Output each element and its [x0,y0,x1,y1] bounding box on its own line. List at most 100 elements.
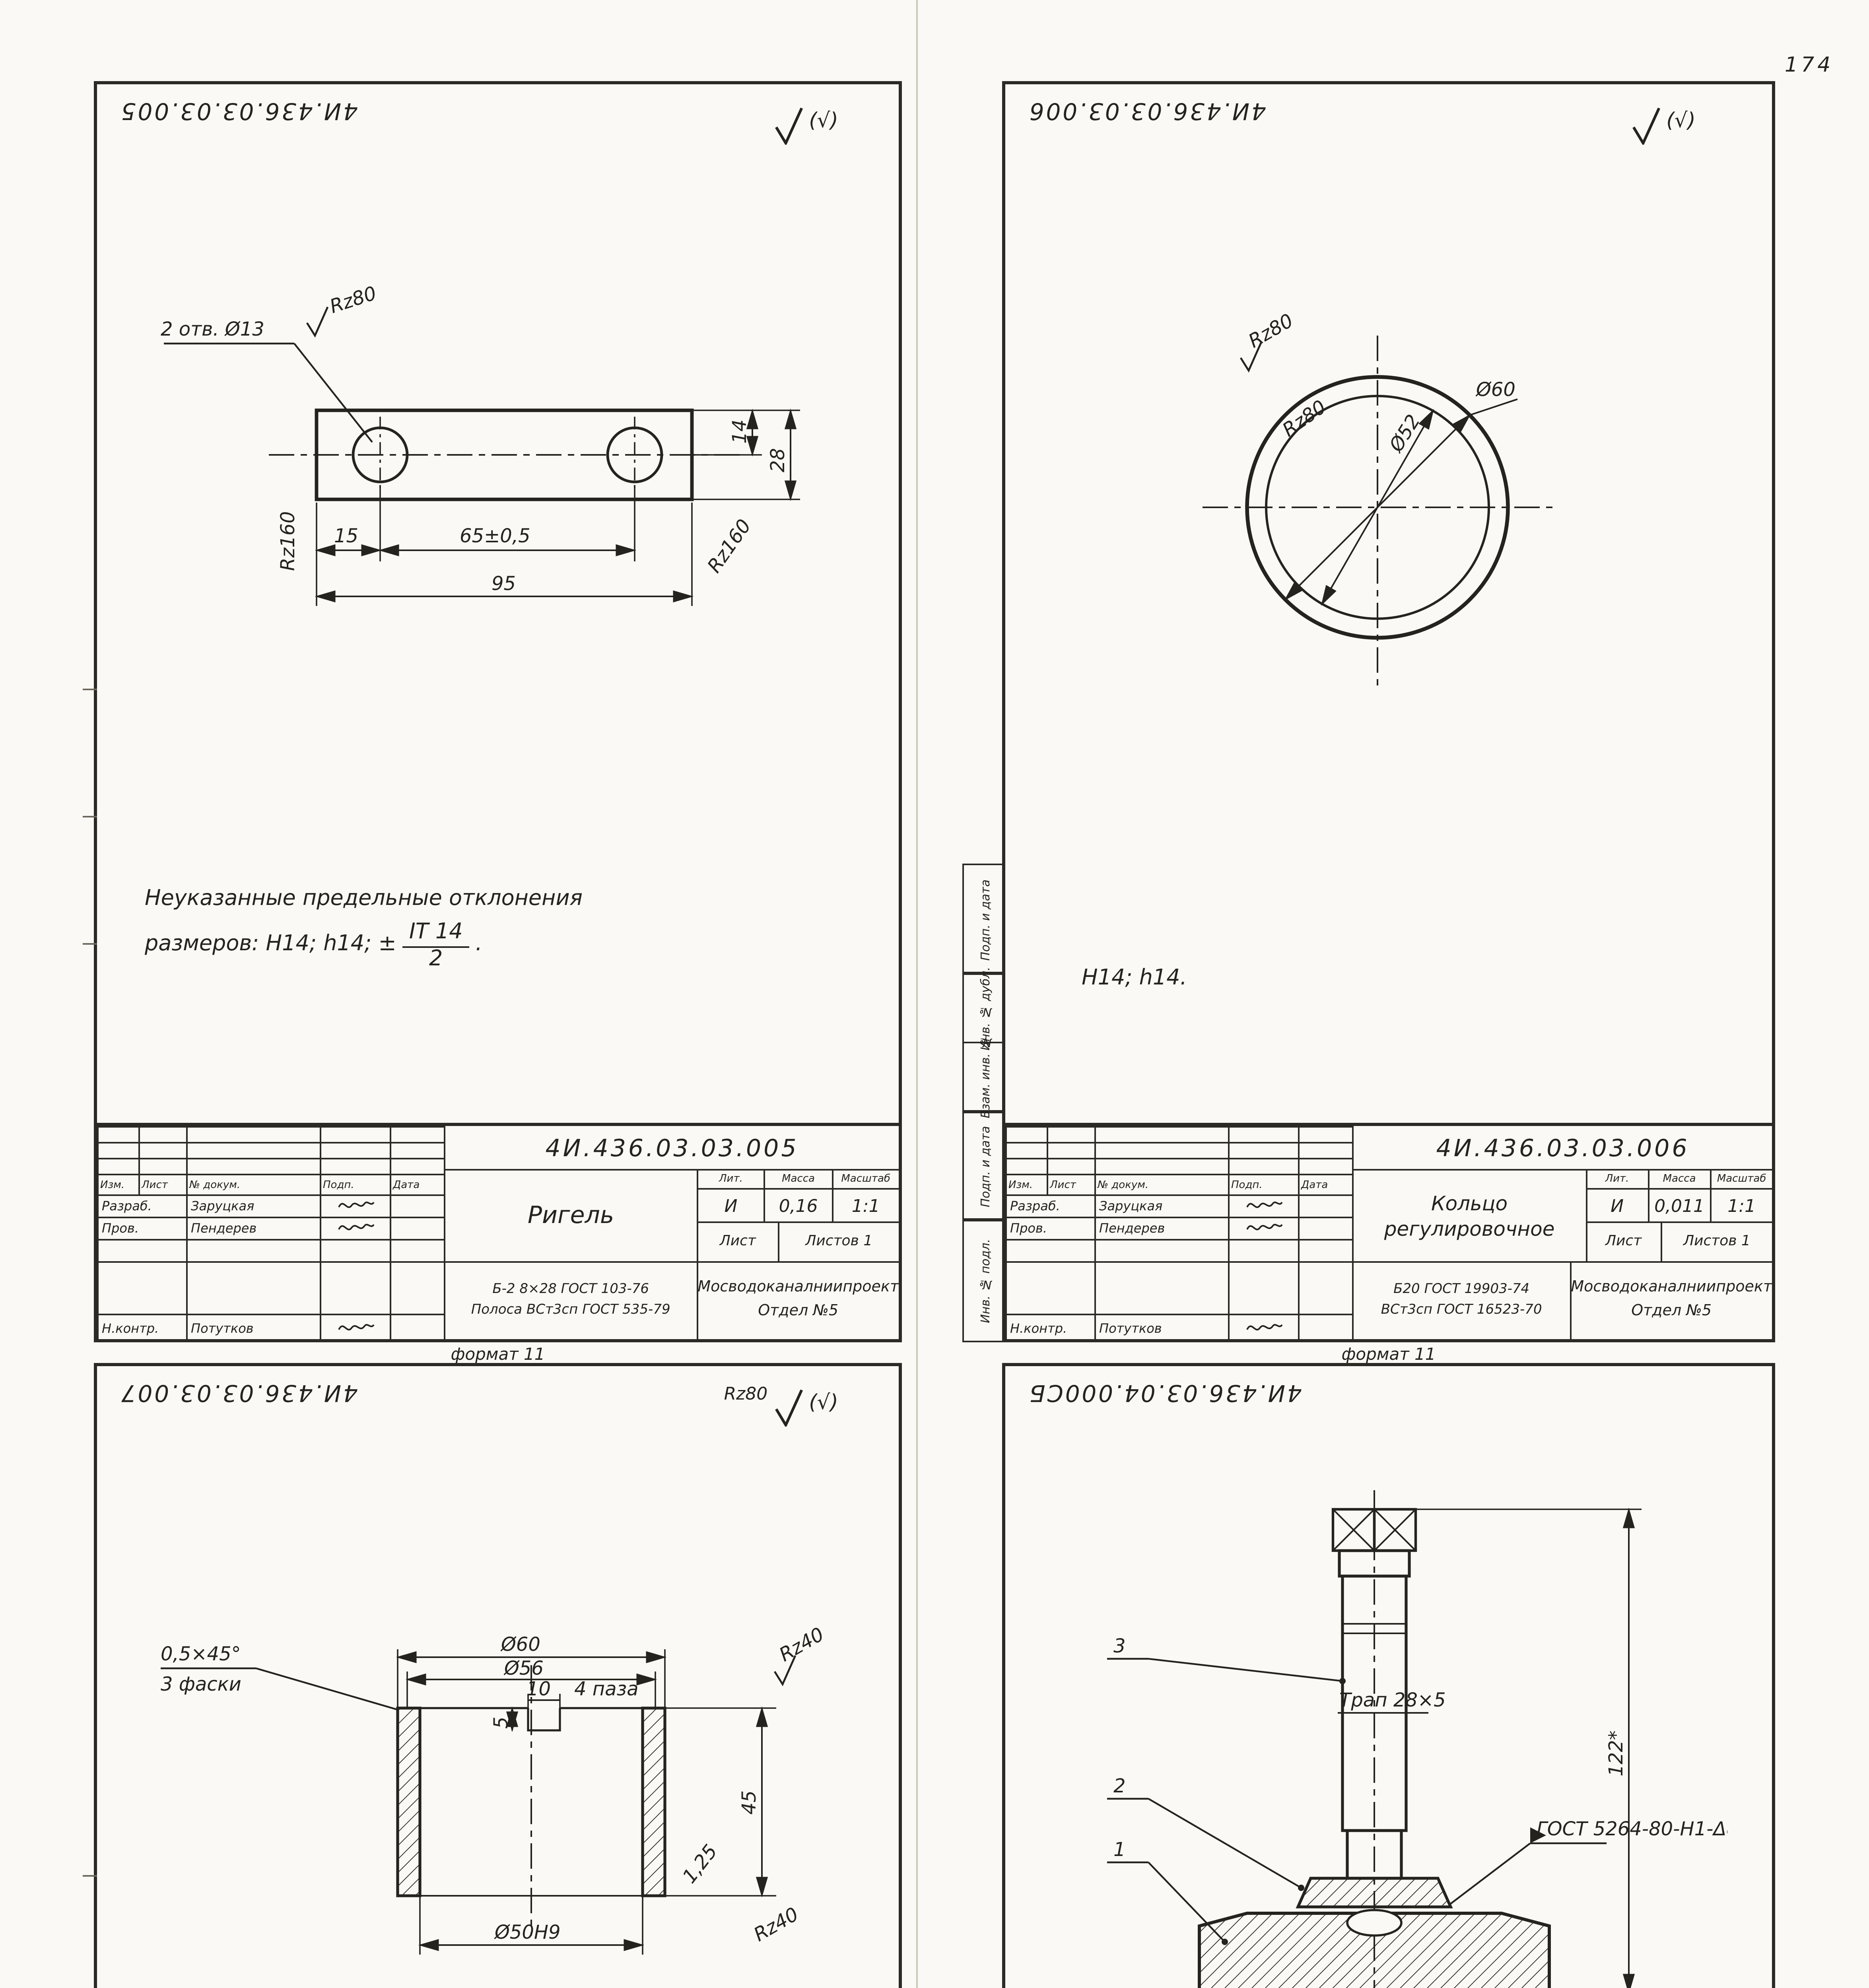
organization: Мосводоканалниипроект Отдел №5 [1571,1279,1772,1320]
thread-label: Трап 28×5 [1339,1689,1446,1711]
lit-value: И [1587,1189,1649,1222]
surface-finish-icon: (√) [1630,107,1696,145]
hdr-dokum: № докум. [1094,1174,1230,1196]
format-label: формат 11 [1341,1345,1436,1365]
sheets-label: Листов 1 [1683,1234,1750,1250]
wall-right [641,1706,666,1897]
weld-leader [1450,1842,1531,1905]
signature-table: Изм. Лист № докум. Подп. Дата Разраб. За… [97,1126,445,1342]
mass-header: Масса [765,1171,833,1188]
riegel-drawing: 2 отв. Ø13 Rz80 15 65±0,5 95 14 28 Rz160… [161,282,800,606]
surface-finish-icon: Rz80 (√) [724,1384,838,1427]
note-line1: Неуказанные предельные отклонения [145,886,583,911]
person: Пендерев [1094,1217,1230,1241]
signature-scribble [1245,1224,1282,1231]
jack-drawing: 3 2 1 Трап 28×5 ГОСТ 5264-80-Н1-Δ8 122* … [1107,1490,1727,1988]
rest-surfaces-mark: (√) [809,110,838,134]
drawing-frame-ring: 4И.436.03.03.006 (√) Rz80 Rz80 [962,81,1775,1343]
doc-number-top: 4И.436.03.03.007 [119,1379,358,1404]
signature-table: Изм. Лист № докум. Подп. Дата Разраб. За… [1005,1126,1354,1342]
roughness-check-icon [306,307,329,338]
mass-value: 0,011 [1649,1189,1712,1222]
rz160-right: Rz160 [703,515,756,577]
bushing-drawing: 0,5×45° 3 фаски Ø60 Ø56 10 4 паза 5 45 R… [161,1623,828,1955]
mass-value: 0,16 [765,1189,833,1222]
hdr-podp: Подп. [1228,1174,1300,1196]
hdr-list: Лист [138,1174,188,1196]
rest-surfaces-mark: (√) [1666,110,1696,134]
jack-geometry [1107,1490,1642,1988]
doc-number-top: 4И.436.03.03.006 [1028,97,1266,122]
person: Пендерев [186,1217,321,1241]
format-label: формат 11 [451,1345,545,1365]
margin-inv-podl: Инв. № подл. [977,1239,992,1323]
person: Потутков [1094,1314,1230,1342]
signature-scribble [337,1323,374,1330]
role: Пров. [97,1217,188,1241]
signature-scribble [1245,1202,1282,1208]
drawing-frame-bushing: 4И.436.03.03.007 Rz80 (√) [83,1363,902,1988]
role: Н.контр. [97,1314,188,1342]
drawing-frame-riegel: 4И.436.03.03.005 (√) [83,81,902,1342]
person [1094,1239,1230,1263]
hdr-list: Лист [1047,1174,1096,1196]
dim-65: 65±0,5 [460,525,530,547]
part-number-3: 3 [1113,1635,1126,1657]
doc-number: 4И.436.03.03.006 [1354,1126,1772,1171]
lit-header: Лит. [1587,1171,1649,1188]
dim-122: 122* [1605,1730,1627,1776]
sheet-fold-line [916,0,919,1988]
title-block: Изм. Лист № докум. Подп. Дата Разраб. За… [1005,1123,1772,1342]
rz40-top: Rz40 [775,1623,828,1666]
rz80-label: Rz80 [327,282,379,318]
margin-podp-1: Подп. и дата [977,879,992,960]
hdr-izm: Изм. [1005,1174,1048,1196]
dim-d60: Ø60 [500,1633,540,1656]
rz40-bottom: Rz40 [750,1903,802,1946]
dim-d60: Ø60 [1475,379,1515,401]
rz160-left: Rz160 [277,511,299,571]
check-icon [774,107,802,145]
doc-number: 4И.436.03.03.005 [445,1126,899,1171]
signature-scribble [337,1224,374,1231]
check-icon [774,1389,802,1427]
role: Разраб. [1005,1194,1096,1218]
part-name: Кольцо регулировочное [1354,1171,1587,1261]
frame-margin-labels: Подп. и дата Инв. № дубл. Взам. инв. № П… [962,864,1005,1343]
margin-tick [83,943,97,945]
margin-vzam: Взам. инв. № [977,1035,992,1119]
slots-label: 4 паза [574,1678,639,1700]
holes-label: 2 отв. Ø13 [161,318,264,340]
bushing-geometry [161,1649,797,1955]
person [186,1239,321,1263]
margin-tick [83,689,97,690]
person: Потутков [186,1314,321,1342]
signature-scribble [337,1202,374,1208]
role: Пров. [1005,1217,1096,1241]
title-block: Изм. Лист № докум. Подп. Дата Разраб. За… [97,1123,899,1342]
dim-d56: Ø56 [503,1657,544,1679]
hdr-podp: Подп. [320,1174,391,1196]
jack-annotations: 3 2 1 Трап 28×5 ГОСТ 5264-80-Н1-Δ8 122* … [1113,1635,1727,1861]
person: Заруцкая [186,1194,321,1218]
dim-95: 95 [492,573,516,595]
tolerance-note: Н14; h14. [1082,956,1187,1001]
rz80-inner: Rz80 [1278,396,1330,441]
chamfer-leader [256,1667,398,1711]
riegel-annotations: 2 отв. Ø13 Rz80 15 65±0,5 95 14 28 Rz160… [161,282,789,595]
dim-15: 15 [334,525,358,547]
roughness-check-icon [1240,342,1263,373]
doc-number-top: 4И.436.03.04.000СБ [1028,1379,1302,1404]
lit-value: И [698,1189,765,1222]
lit-header: Лит. [698,1171,765,1188]
scale-header: Масштаб [841,1173,890,1186]
note-line1: Н14; h14. [1082,965,1187,991]
sheets-label: Листов 1 [805,1234,873,1250]
material: Б-2 8×28 ГОСТ 103-76 Полоса ВСт3сп ГОСТ … [445,1263,698,1339]
screw-tip-seat [1346,1909,1403,1937]
ring-drawing: Rz80 Rz80 Ø52 Ø60 [1203,309,1552,685]
surface-finish-icon: (√) [772,107,838,145]
doc-number-top: 4И.436.03.03.005 [119,97,358,122]
